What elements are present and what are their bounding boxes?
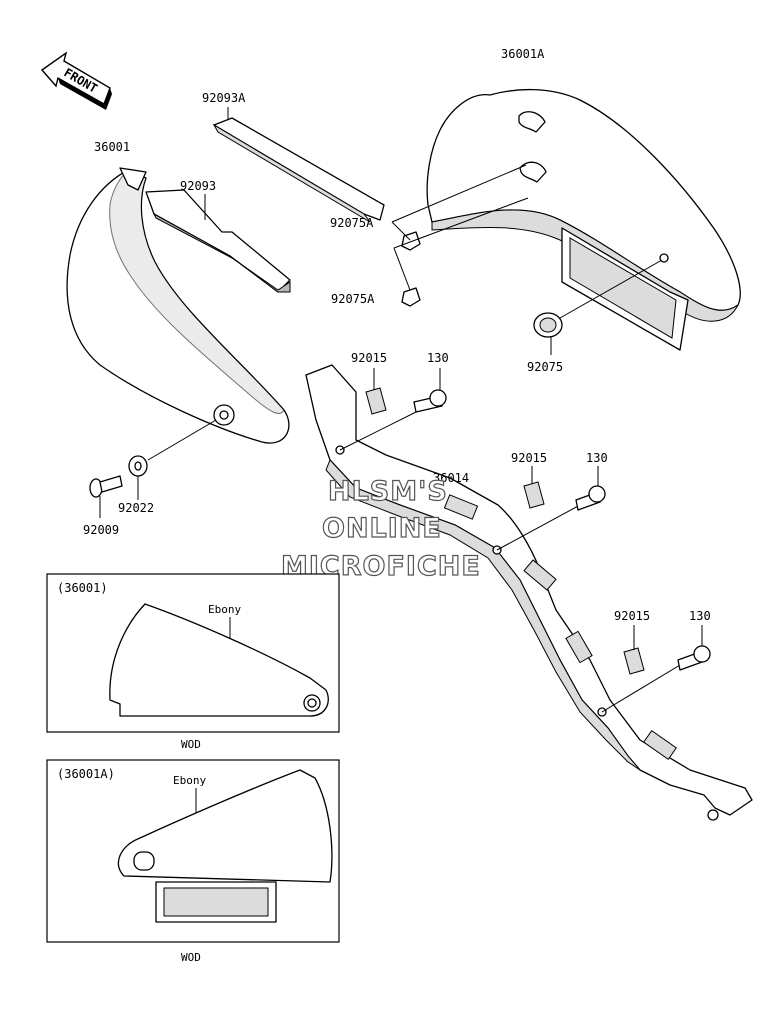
inset-36001: (36001) Ebony WOD	[46, 573, 340, 751]
side-cover-left	[66, 167, 290, 444]
inset-36001a: (36001A) Ebony WOD	[46, 759, 340, 964]
callout-92015-2: 92015	[511, 451, 547, 465]
inset-36001-model: WOD	[181, 738, 201, 751]
callout-130-3: 130	[689, 609, 711, 623]
callout-130-1: 130	[427, 351, 449, 365]
inset-36001a-model: WOD	[181, 951, 201, 964]
clip-92015-2	[496, 466, 581, 551]
screw-92009	[89, 475, 123, 518]
grommet-92075a-lower	[393, 197, 529, 307]
watermark-line-2: ONLINE	[322, 513, 442, 544]
watermark: HLSM'S ONLINE MICROFICHE	[280, 475, 480, 582]
callout-92009: 92009	[83, 523, 119, 537]
callout-92075a-upper: 92075A	[330, 216, 374, 230]
grommet-92075a-upper	[391, 164, 527, 251]
bolt-130-2	[575, 466, 606, 511]
inset-36001-ref: (36001)	[57, 581, 108, 595]
clip-92015-1	[339, 368, 421, 451]
clip-92015-3	[601, 625, 681, 713]
callout-36001: 36001	[94, 140, 130, 154]
callout-92093: 92093	[180, 179, 216, 193]
inset-36001-color: Ebony	[208, 603, 241, 616]
callout-92093a: 92093A	[202, 91, 246, 105]
washer-92022	[128, 419, 217, 500]
watermark-line-1: HLSM'S	[328, 476, 448, 507]
grommet-92075	[533, 259, 663, 355]
side-cover-right	[426, 88, 741, 351]
callout-36014: 36014	[433, 471, 469, 485]
gasket-92093a	[212, 107, 385, 223]
callout-92022: 92022	[118, 501, 154, 515]
inset-36001a-ref: (36001A)	[57, 767, 115, 781]
callout-130-2: 130	[586, 451, 608, 465]
gasket-92093	[145, 189, 291, 293]
callout-92015-3: 92015	[614, 609, 650, 623]
bracket-36014	[305, 364, 753, 821]
front-arrow-icon: FRONT	[40, 51, 112, 110]
callout-92015-1: 92015	[351, 351, 387, 365]
bolt-130-3	[677, 625, 711, 671]
inset-36001a-color: Ebony	[173, 774, 206, 787]
bolt-130-1	[413, 368, 447, 413]
callout-92075: 92075	[527, 360, 563, 374]
callout-36001a: 36001A	[501, 47, 545, 61]
callout-92075a-lower: 92075A	[331, 292, 375, 306]
